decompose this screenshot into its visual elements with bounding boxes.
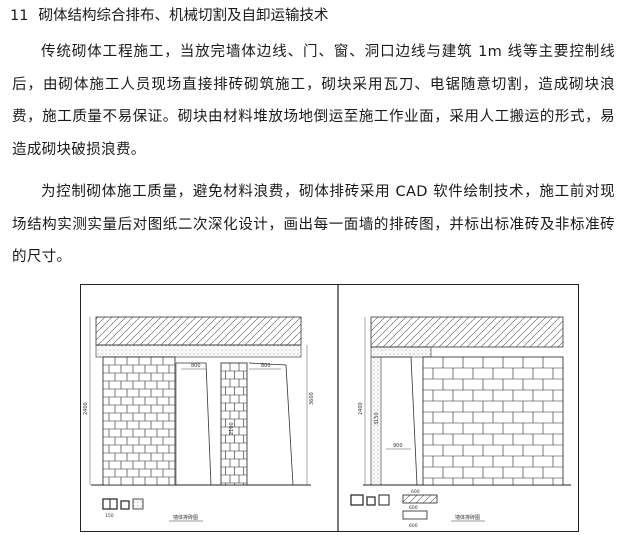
left-door-opening-1 [176,362,212,486]
dim-label: 2400 [358,402,364,415]
left-brick-wall-1 [102,356,176,486]
dim-label: 3150 [374,412,380,425]
left-brick-wall-2 [220,362,248,486]
dim-label: 2100 [229,422,235,435]
right-brick-wall [422,356,564,486]
svg-text:600: 600 [409,505,418,511]
dim-label: 800 [191,363,201,369]
svg-text:600: 600 [411,489,420,495]
paragraph-cad-method: 为控制砌体施工质量，避免材料浪费，砌体排砖采用 CAD 软件绘制技术，施工前对现… [12,184,615,266]
dim-label: 900 [393,443,403,449]
paragraph-traditional-method: 传统砌体工程施工，当放完墙体边线、门、窗、洞口边线与建筑 1m 线等主要控制线后… [12,44,615,158]
left-ceiling-slab [95,316,302,346]
dim-label: 2400 [83,402,89,415]
brick-layout-drawing: 800 800 2400 2100 3600 150 墙体排砖图 [80,284,579,532]
right-beam-strip [370,346,432,358]
right-caption: 墙体排砖图 [455,514,480,521]
section-heading: 11 砌体结构综合排布、机械切割及自卸运输技术 [10,6,328,26]
dim-label: 3600 [309,392,315,405]
left-door-opening-2 [248,362,294,486]
section-number: 11 [10,8,29,24]
right-door-opening [381,356,418,486]
svg-text:600: 600 [409,523,418,529]
cad-drawing: 800 800 2400 2100 3600 150 墙体排砖图 [83,285,571,531]
legend-block [350,494,364,506]
right-ceiling-slab [370,316,564,348]
dim-label: 800 [261,363,271,369]
left-elevation: 800 800 2400 2100 3600 150 墙体排砖图 [83,316,315,522]
left-beam-strip [95,344,302,358]
right-column [370,356,382,486]
legend-note: 150 [105,513,114,519]
section-title: 砌体结构综合排布、机械切割及自卸运输技术 [38,8,329,24]
right-elevation: 2400 3150 900 600 600 600 墙体排砖图 [350,316,571,529]
left-caption: 墙体排砖图 [173,514,198,521]
